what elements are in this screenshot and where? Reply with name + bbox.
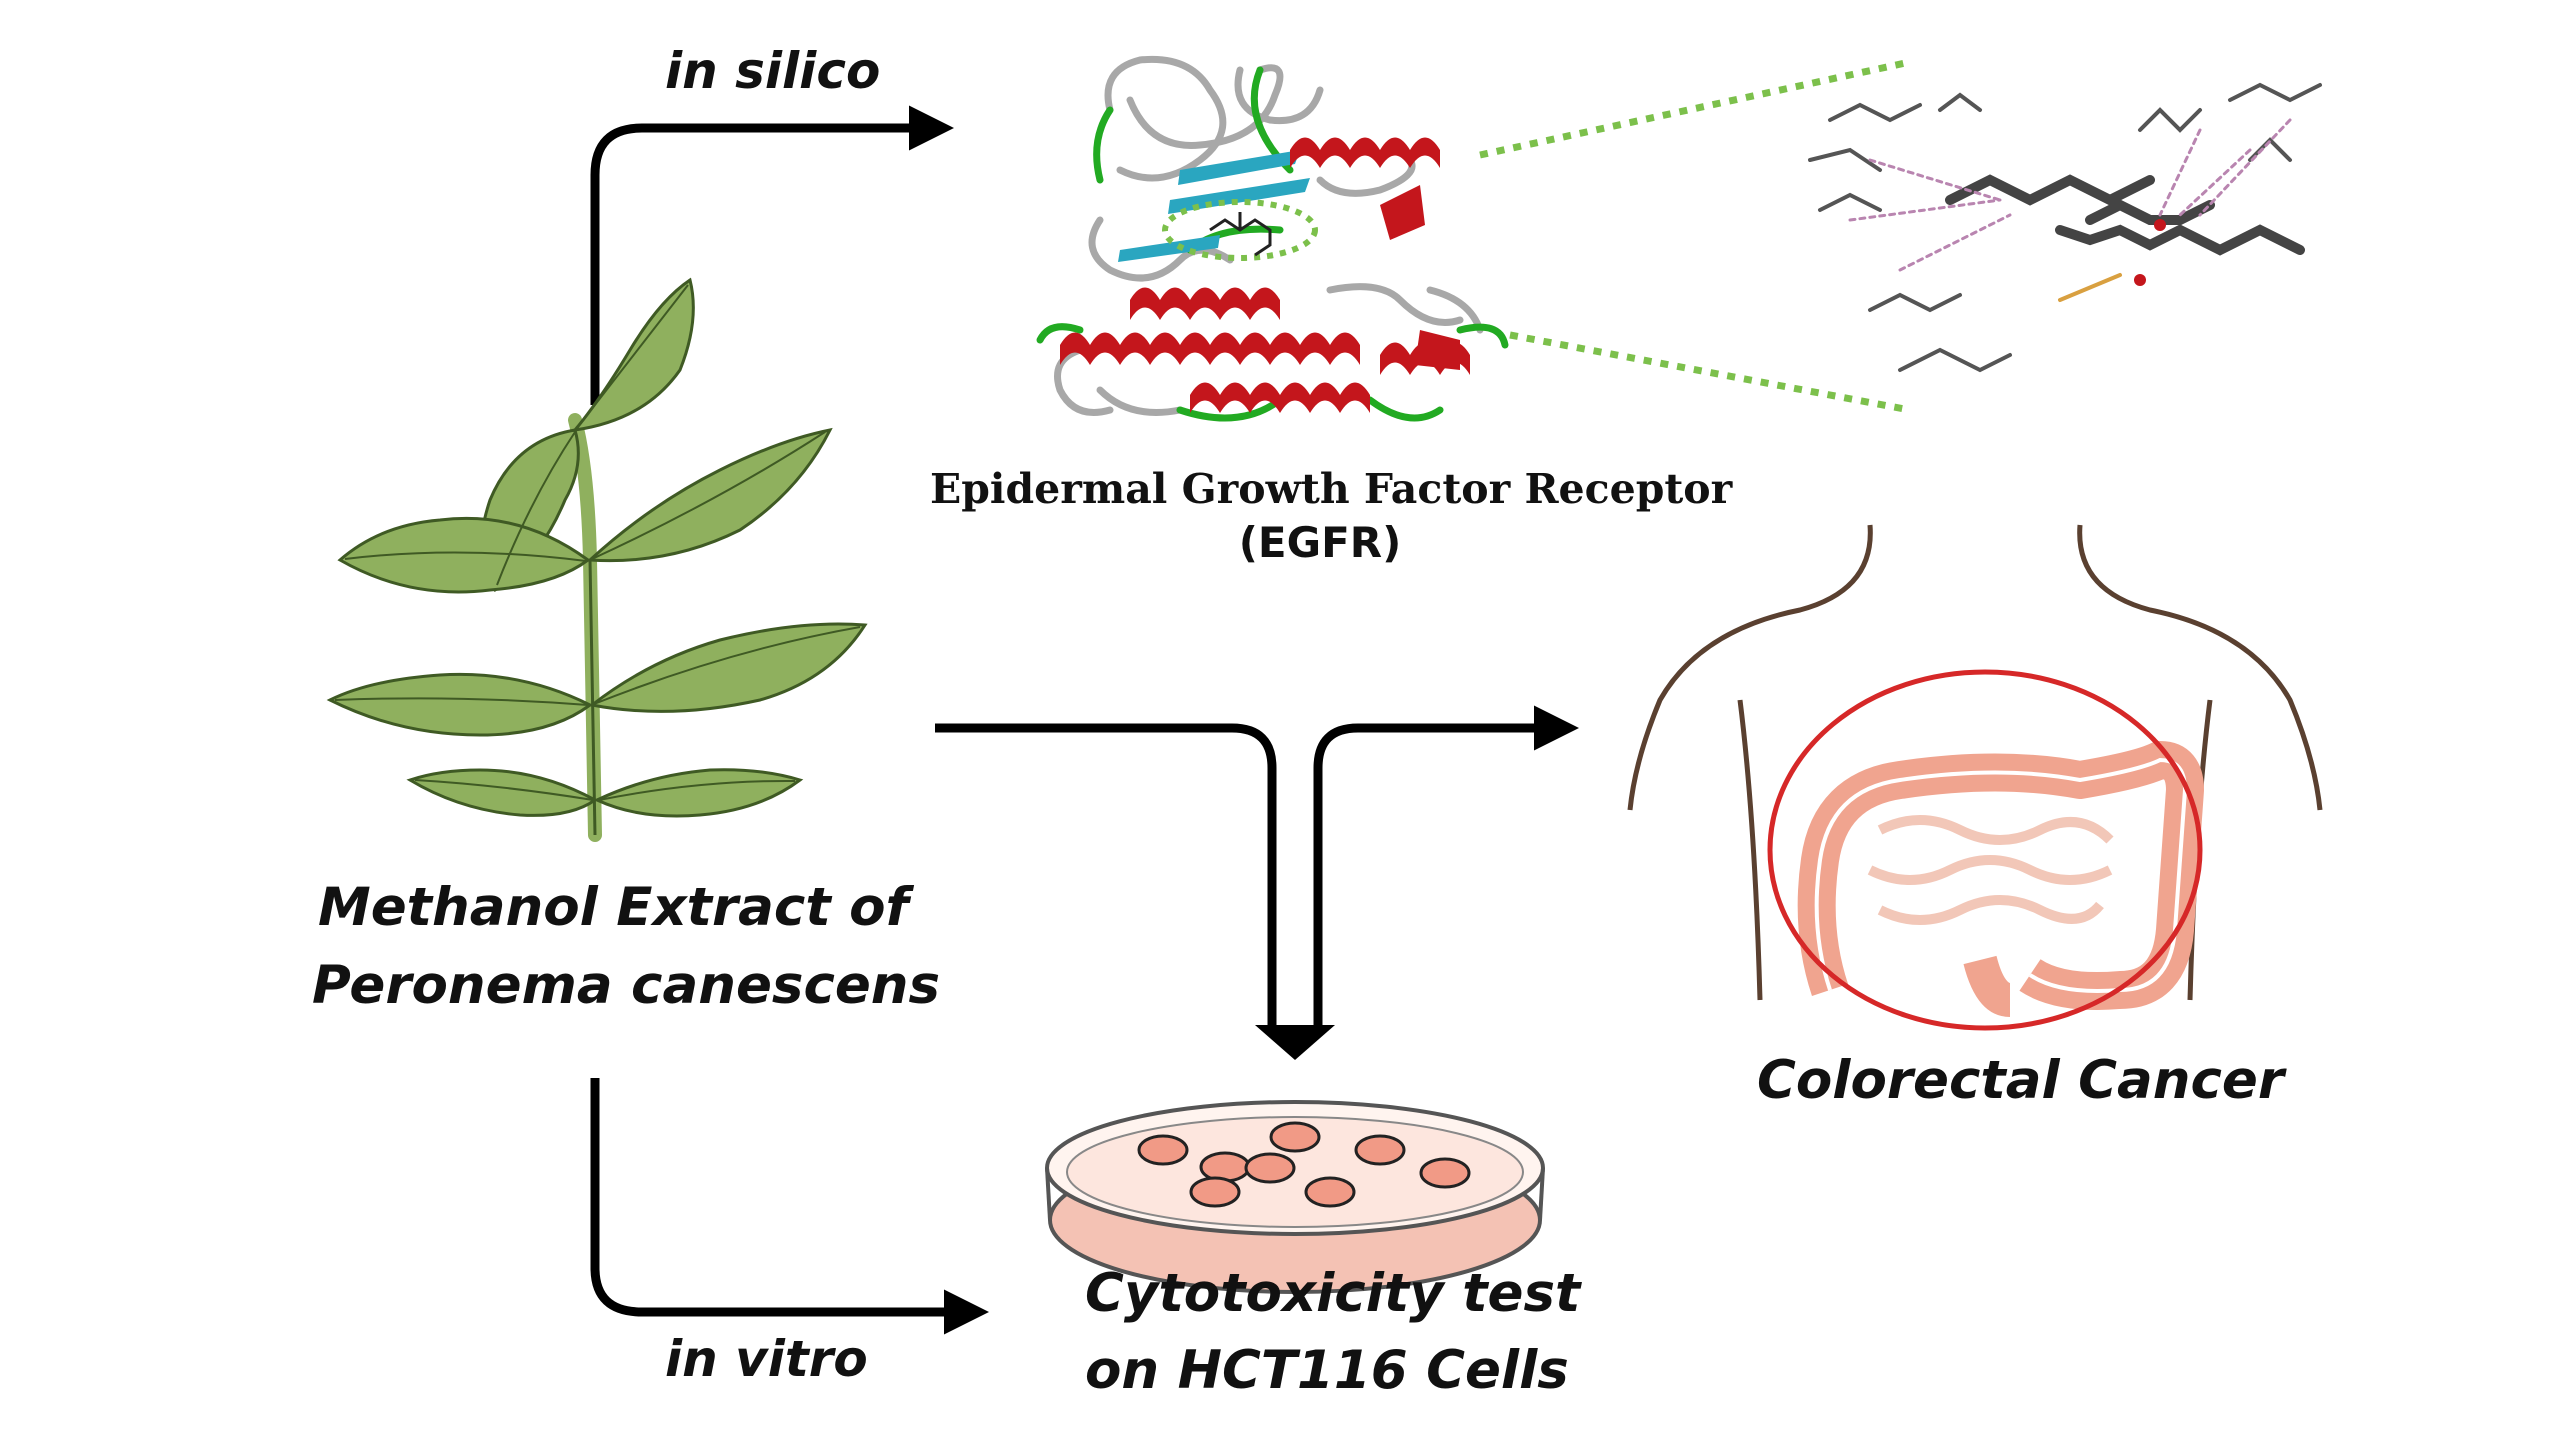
human-torso-illustration: [1627, 524, 2323, 1001]
petri-dish-illustration: [1045, 1100, 1545, 1294]
in-silico-label: in silico: [665, 42, 881, 100]
arrow-to-cytotoxicity: [1255, 1025, 1335, 1060]
egfr-protein-structure: [1036, 55, 1509, 422]
egfr-title: Epidermal Growth Factor Receptor: [930, 465, 1733, 513]
colorectal-cancer-label: Colorectal Cancer: [1757, 1050, 2284, 1111]
arrow-to-in-silico: [590, 105, 954, 405]
colon-illustration: [1797, 741, 2204, 1017]
arrow-to-in-vitro: [590, 1078, 989, 1335]
zoom-dotted-lines: [1479, 58, 1911, 414]
in-vitro-label: in vitro: [665, 1330, 868, 1388]
cytotoxicity-label-line2: on HCT116 Cells: [1085, 1340, 1569, 1401]
cancer-highlight-circle: [1767, 669, 2203, 1031]
peronema-plant-illustration: [326, 277, 868, 842]
cytotoxicity-label-line1: Cytotoxicity test: [1085, 1263, 1581, 1324]
arrow-to-colorectal-cancer: [935, 705, 1579, 1030]
egfr-abbreviation: (EGFR): [1238, 518, 1402, 567]
ligand-docking-interaction: [1808, 82, 2322, 373]
extract-label-line2: Peronema canescens: [312, 955, 941, 1016]
extract-label-line1: Methanol Extract of: [318, 877, 909, 938]
